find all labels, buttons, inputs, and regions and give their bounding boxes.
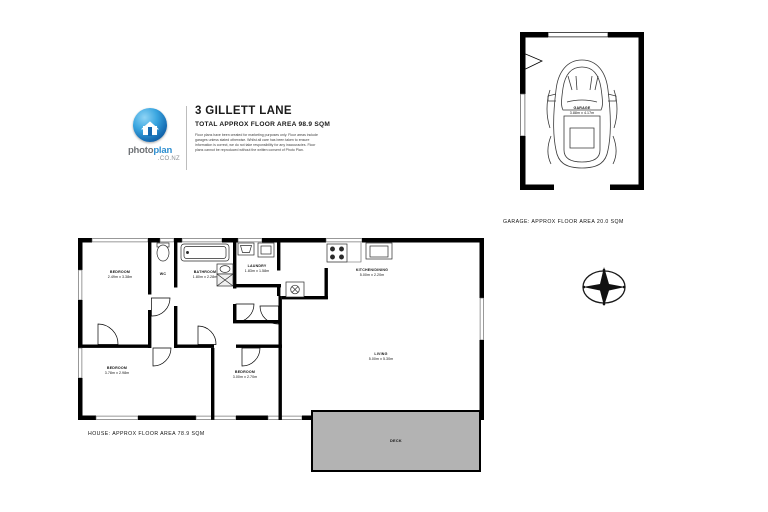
house-plan: BEDROOM 2.49m x 3.38m WC BATHROOM 1.80m … <box>78 238 484 420</box>
room-label-living: LIVING 5.00m x 5.30m <box>350 352 412 361</box>
disclaimer-text: Floor plans have been created for market… <box>195 132 318 152</box>
room-dim-bedroom-3: 3.00m x 2.70m <box>232 374 258 379</box>
hot-water-cylinder-icon <box>285 281 305 298</box>
room-name-kitchen-dining: KITCHEN/DINING <box>355 268 389 272</box>
room-name-wc: WC <box>159 272 167 276</box>
logo-domain: .CO.NZ <box>157 156 180 162</box>
title-divider <box>186 106 187 170</box>
title-text-group: 3 GILLETT LANE TOTAL APPROX FLOOR AREA 9… <box>195 104 340 153</box>
property-address: 3 GILLETT LANE <box>195 105 292 117</box>
garage-door-swing <box>525 53 543 70</box>
room-label-bedroom-3: BEDROOM 3.00m x 2.70m <box>214 370 276 379</box>
room-label-bedroom-2: BEDROOM 3.78m x 2.98m <box>86 366 148 375</box>
room-label-wc: WC <box>152 272 174 277</box>
garage-plan: GARAGE 3.88m x 4.17m <box>520 32 644 190</box>
room-name-laundry: LAUNDRY <box>247 264 267 268</box>
garage-drawing <box>520 32 644 190</box>
room-name-bathroom: BATHROOM <box>193 270 217 274</box>
room-name-bedroom-3: BEDROOM <box>234 370 256 374</box>
logo-word-photo: photo <box>127 145 154 156</box>
room-label-kitchen-dining: KITCHEN/DINING 5.00m x 2.20m <box>336 268 408 277</box>
garage-area-caption: GARAGE: APPROX FLOOR AREA 20.0 SQM <box>503 219 624 225</box>
total-floor-area: TOTAL APPROX FLOOR AREA 98.9 SQM <box>195 120 331 128</box>
plumbing-fixtures <box>156 242 393 298</box>
logo-chimney-shape <box>148 126 152 136</box>
shower-icon <box>216 273 234 287</box>
room-dim-kitchen-dining: 5.00m x 2.20m <box>359 272 385 277</box>
room-label-laundry: LAUNDRY 1.83m x 1.58m <box>233 264 281 273</box>
toilet-icon <box>156 242 170 262</box>
house-drawing <box>78 238 484 420</box>
garage-walls <box>520 32 644 190</box>
room-dim-bedroom-2: 3.78m x 2.98m <box>104 370 130 375</box>
title-block: photoplan .CO.NZ 3 GILLETT LANE TOTAL AP… <box>118 104 340 172</box>
room-dim-bathroom: 1.80m x 2.28m <box>192 274 218 279</box>
car-outline-icon <box>546 59 618 169</box>
deck-area: DECK <box>311 410 481 472</box>
laundry-tub-icon <box>237 242 255 256</box>
door-swings <box>97 297 279 367</box>
kitchen-bench <box>327 242 362 263</box>
deck-label: DECK <box>390 439 402 443</box>
bath-icon <box>180 243 230 262</box>
room-label-bathroom: BATHROOM 1.80m x 2.28m <box>177 270 233 279</box>
house-area-caption: HOUSE: APPROX FLOOR AREA 78.9 SQM <box>88 431 205 437</box>
room-dim-laundry: 1.83m x 1.58m <box>244 268 270 273</box>
compass-rose-icon <box>578 261 630 313</box>
garage-room-name: GARAGE <box>573 106 591 110</box>
washing-machine-icon <box>257 242 275 258</box>
house-interior-walls <box>82 242 328 420</box>
kitchen-sink-icon <box>365 242 393 260</box>
garage-room-dimensions: 3.88m x 4.17m <box>569 110 595 115</box>
photoplan-logo: photoplan .CO.NZ <box>118 104 182 162</box>
logo-wordmark: photoplan <box>128 145 172 156</box>
room-dim-living: 5.00m x 5.30m <box>368 356 394 361</box>
logo-word-plan: plan <box>153 145 173 156</box>
garage-room-label: GARAGE 3.88m x 4.17m <box>560 106 604 115</box>
cooktop-icon <box>326 243 348 263</box>
room-dim-bedroom-1: 2.49m x 3.38m <box>107 274 133 279</box>
room-name-living: LIVING <box>374 352 388 356</box>
room-name-bedroom-2: BEDROOM <box>106 366 128 370</box>
room-name-bedroom-1: BEDROOM <box>109 270 131 274</box>
house-orb-logo-icon <box>133 108 167 142</box>
room-label-bedroom-1: BEDROOM 2.49m x 3.38m <box>90 270 150 279</box>
